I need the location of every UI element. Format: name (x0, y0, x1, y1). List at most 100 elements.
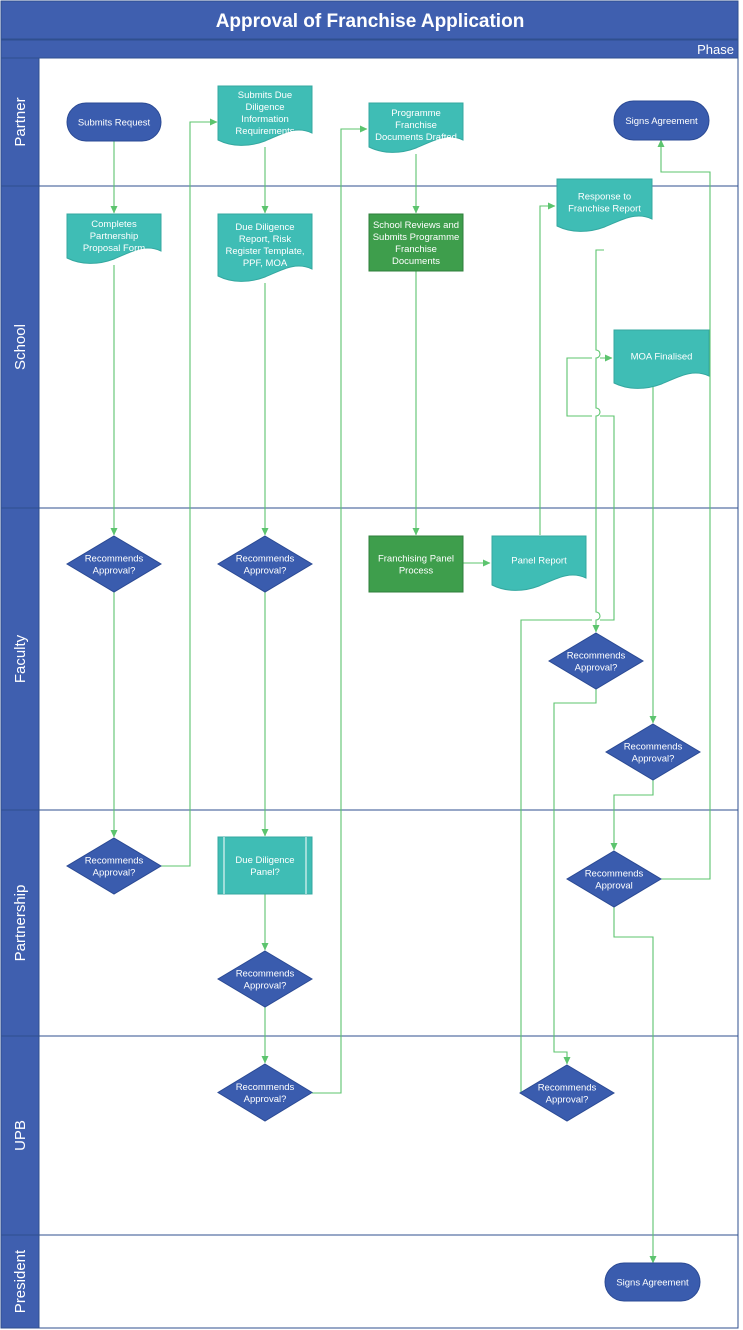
process-box (368, 535, 464, 593)
node-label-line: Programme (391, 108, 441, 119)
node-submits-due-diligence: Submits DueDiligenceInformationRequireme… (217, 85, 313, 146)
node-label-line: Partnership (90, 231, 139, 242)
decision-diamond (605, 723, 701, 781)
node-label-line: School Reviews and (373, 220, 459, 231)
terminator-shape (604, 1262, 701, 1302)
node-submits-request: Submits Request (66, 102, 162, 142)
document-shape (368, 102, 464, 153)
node-label-line: Approval? (575, 663, 618, 674)
document-shape (491, 535, 587, 591)
node-label-line: Submits Due (238, 90, 292, 101)
node-label-line: Recommends (236, 554, 295, 565)
document-shape (613, 329, 710, 389)
node-label-line: MOA Finalised (631, 352, 693, 363)
node-label-line: Franchising Panel (378, 554, 454, 565)
node-label-line: Panel? (250, 867, 280, 878)
decision-diamond (66, 837, 162, 895)
connector (553, 689, 597, 1065)
connector (613, 907, 657, 1264)
lane-header-faculty (0, 507, 40, 811)
decision-diamond (548, 632, 644, 690)
node-label-line: Documents Drafted (375, 132, 457, 143)
document-shape (217, 85, 313, 146)
lane-label-faculty: Faculty (12, 634, 29, 683)
node-label-line: Submits Request (78, 118, 151, 129)
decision-diamond (566, 850, 662, 908)
decision-diamond (217, 535, 313, 593)
document-shape (556, 178, 653, 232)
node-label-line: PPF, MOA (243, 258, 288, 269)
node-label-line: Register Template, (225, 246, 304, 257)
node-moa-finalised: MOA Finalised (613, 329, 710, 389)
node-label-line: Documents (392, 256, 440, 267)
lane-label-partnership: Partnership (12, 885, 29, 962)
node-label-line: Process (399, 566, 434, 577)
decision-diamond (217, 950, 313, 1008)
node-label-line: Approval? (244, 981, 287, 992)
lane-label-president: President (12, 1249, 29, 1313)
document-shape (66, 213, 162, 264)
node-label-line: Completes (91, 219, 137, 230)
node-label-line: Report, Risk (239, 234, 292, 245)
node-label-line: Recommends (538, 1083, 597, 1094)
node-label-line: Due Diligence (235, 222, 294, 233)
phase-bar (0, 39, 739, 59)
decision-diamond (217, 1063, 313, 1122)
lane-label-upb: UPB (12, 1120, 29, 1151)
lane-header-upb (0, 1035, 40, 1236)
connector (520, 358, 614, 1093)
lane-body-partnership (38, 809, 739, 1037)
node-label-line: Proposal Form (83, 243, 145, 254)
node-label-line: Signs Agreement (625, 116, 698, 127)
node-label-line: Approval? (546, 1095, 589, 1106)
connector (610, 780, 654, 851)
decision-diamond (519, 1064, 615, 1122)
node-label-line: Recommends (624, 742, 683, 753)
node-label-line: Requirements (235, 126, 294, 137)
node-panel-report: Panel Report (491, 535, 587, 591)
node-label-line: Approval? (244, 1094, 287, 1105)
lane-partnership: Partnership (0, 809, 739, 1037)
terminator-shape (613, 100, 710, 141)
node-label-line: Diligence (245, 102, 284, 113)
node-label-line: Approval? (632, 754, 675, 765)
node-signs-agreement-president: Signs Agreement (604, 1262, 701, 1302)
lane-body-upb (38, 1035, 739, 1236)
lane-header-partner (0, 57, 40, 187)
terminator-shape (66, 102, 162, 142)
node-label-line: Recommends (585, 869, 644, 880)
node-label-line: Franchise (395, 120, 437, 131)
phase-label: Phase (697, 42, 734, 57)
node-label-line: Franchise (395, 244, 437, 255)
lane-label-school: School (12, 324, 29, 370)
node-label-line: Recommends (85, 554, 144, 565)
node-label-line: Franchise Report (568, 204, 641, 215)
connector (161, 118, 218, 867)
lane-label-partner: Partner (12, 97, 29, 146)
document-shape (217, 213, 313, 282)
node-label-line: Approval? (93, 868, 136, 879)
lane-header-president (0, 1234, 40, 1329)
node-label-line: Approval (595, 881, 633, 892)
diagram-title: Approval of Franchise Application (216, 11, 525, 32)
lane-upb: UPB (0, 1035, 739, 1236)
node-label-line: Due Diligence (235, 855, 294, 866)
node-label-line: Recommends (85, 856, 144, 867)
flow-nodes: Submits Request Submits DueDiligenceInfor… (66, 85, 710, 1302)
node-label-line: Signs Agreement (616, 1278, 689, 1289)
node-label-line: Recommends (236, 969, 295, 980)
node-label-line: Recommends (236, 1082, 295, 1093)
connector (539, 202, 556, 535)
